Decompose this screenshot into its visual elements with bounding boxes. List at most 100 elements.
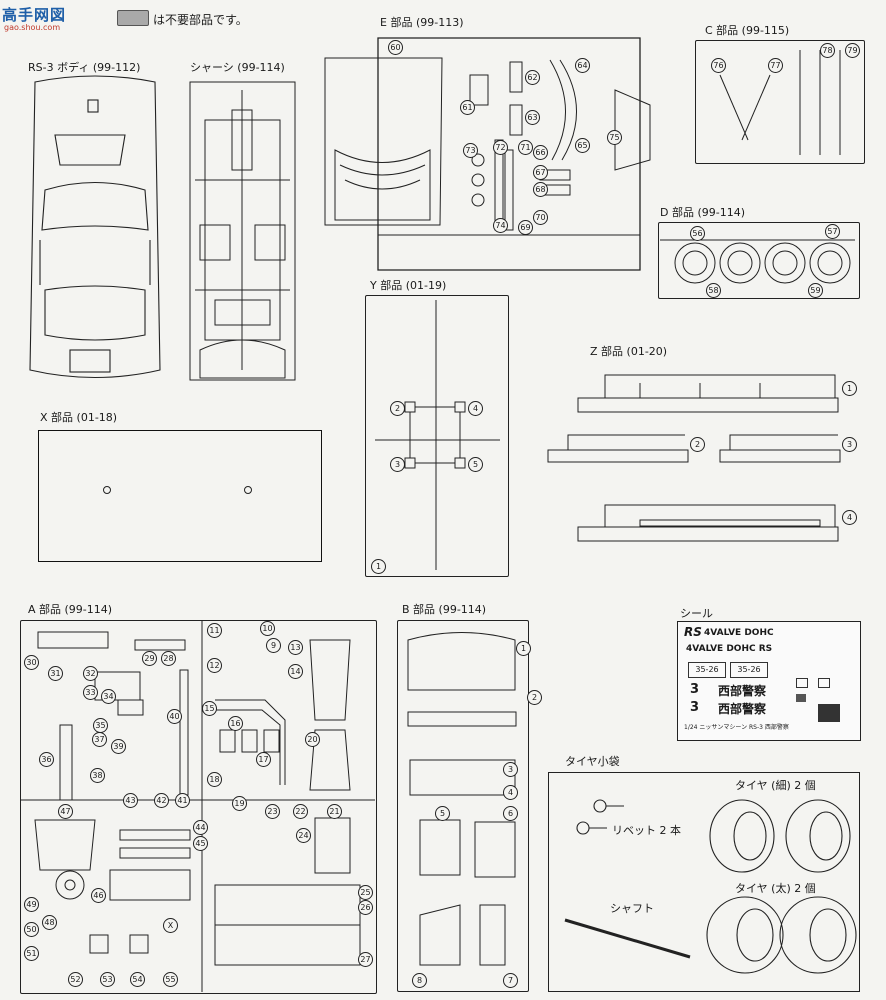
part-number: 57 xyxy=(825,224,840,239)
seal-sheet: RS 4VALVE DOHC 4VALVE DOHC RS 35-26 35-2… xyxy=(677,621,861,741)
part-number: 54 xyxy=(130,972,145,987)
part-number: 50 xyxy=(24,922,39,937)
part-number: 76 xyxy=(711,58,726,73)
seal-decal xyxy=(818,678,830,688)
part-number: 16 xyxy=(228,716,243,731)
part-number: 7 xyxy=(503,973,518,988)
part-number: 38 xyxy=(90,768,105,783)
part-number: 23 xyxy=(265,804,280,819)
part-number: 20 xyxy=(305,732,320,747)
seal-plate-text: 35-26 xyxy=(737,665,761,674)
logo-url: gao.shou.com xyxy=(4,23,61,32)
part-number: 3 xyxy=(842,437,857,452)
part-number: 25 xyxy=(358,885,373,900)
part-number: 14 xyxy=(288,664,303,679)
part-number: 42 xyxy=(154,793,169,808)
a-parts-frame xyxy=(20,620,377,994)
part-number: 8 xyxy=(412,973,427,988)
part-number: 4 xyxy=(503,785,518,800)
body-header: RS-3 ボディ (99-112) xyxy=(28,61,141,74)
part-number: 56 xyxy=(690,226,705,241)
part-number: 10 xyxy=(260,621,275,636)
part-number: 21 xyxy=(327,804,342,819)
part-number: 41 xyxy=(175,793,190,808)
part-number: 5 xyxy=(468,457,483,472)
part-number: 74 xyxy=(493,218,508,233)
part-number: 46 xyxy=(91,888,106,903)
part-number: 3 xyxy=(503,762,518,777)
seal-decal xyxy=(818,704,840,722)
seal-plate-text: 35-26 xyxy=(695,665,719,674)
part-number: 19 xyxy=(232,796,247,811)
unneeded-swatch xyxy=(117,10,149,26)
part-number: 63 xyxy=(525,110,540,125)
part-number: 58 xyxy=(706,283,721,298)
tire-bag-frame xyxy=(548,772,860,992)
part-number: 65 xyxy=(575,138,590,153)
y-parts-header: Y 部品 (01-19) xyxy=(370,279,447,292)
part-number: 12 xyxy=(207,658,222,673)
part-number: 70 xyxy=(533,210,548,225)
part-number: 49 xyxy=(24,897,39,912)
part-number: 31 xyxy=(48,666,63,681)
seal-dohc-1: 4VALVE DOHC xyxy=(704,628,774,638)
part-number: 26 xyxy=(358,900,373,915)
seal-decal xyxy=(796,678,808,688)
seal-number: 3 xyxy=(690,682,700,697)
part-number: 22 xyxy=(293,804,308,819)
tire-thin-label: タイヤ (細) 2 個 xyxy=(735,779,816,792)
part-number: 30 xyxy=(24,655,39,670)
part-number: 11 xyxy=(207,623,222,638)
part-number: 39 xyxy=(111,739,126,754)
z-parts-header: Z 部品 (01-20) xyxy=(590,345,668,358)
part-number: 60 xyxy=(388,40,403,55)
tire-bag-header: タイヤ小袋 xyxy=(565,755,620,768)
part-number: 59 xyxy=(808,283,823,298)
part-number: 4 xyxy=(842,510,857,525)
part-number: 33 xyxy=(83,685,98,700)
part-number: 71 xyxy=(518,140,533,155)
seal-rs: RS xyxy=(684,625,702,639)
chassis-header: シャーシ (99-114) xyxy=(190,61,285,74)
rivet-label: リベット 2 本 xyxy=(612,824,681,837)
part-number: 4 xyxy=(468,401,483,416)
seal-caption: 1/24 ニッサンマシーン RS-3 西部警察 xyxy=(684,724,789,731)
part-number: 2 xyxy=(690,437,705,452)
part-number: 61 xyxy=(460,100,475,115)
part-number: 13 xyxy=(288,640,303,655)
part-number: 24 xyxy=(296,828,311,843)
part-number: 1 xyxy=(371,559,386,574)
part-number: 52 xyxy=(68,972,83,987)
part-number: 40 xyxy=(167,709,182,724)
x-parts-panel xyxy=(38,430,322,562)
part-number: 77 xyxy=(768,58,783,73)
part-number: 18 xyxy=(207,772,222,787)
part-number: 34 xyxy=(101,689,116,704)
a-parts-header: A 部品 (99-114) xyxy=(28,603,113,616)
part-number: 53 xyxy=(100,972,115,987)
part-number: 72 xyxy=(493,140,508,155)
d-parts-frame xyxy=(658,222,860,299)
part-number: 67 xyxy=(533,165,548,180)
b-parts-frame xyxy=(397,620,529,992)
part-number: 55 xyxy=(163,972,178,987)
seal-number: 3 xyxy=(690,700,700,715)
part-number: 36 xyxy=(39,752,54,767)
seal-police: 西部警察 xyxy=(718,702,767,716)
part-number: 37 xyxy=(92,732,107,747)
part-number: 3 xyxy=(390,457,405,472)
c-parts-header: C 部品 (99-115) xyxy=(705,24,790,37)
part-number: 51 xyxy=(24,946,39,961)
seal-plate: 35-26 xyxy=(688,662,726,678)
part-number: 48 xyxy=(42,915,57,930)
part-number: 45 xyxy=(193,836,208,851)
part-number: 2 xyxy=(527,690,542,705)
tire-thick-label: タイヤ (太) 2 個 xyxy=(735,882,816,895)
part-number: 73 xyxy=(463,143,478,158)
